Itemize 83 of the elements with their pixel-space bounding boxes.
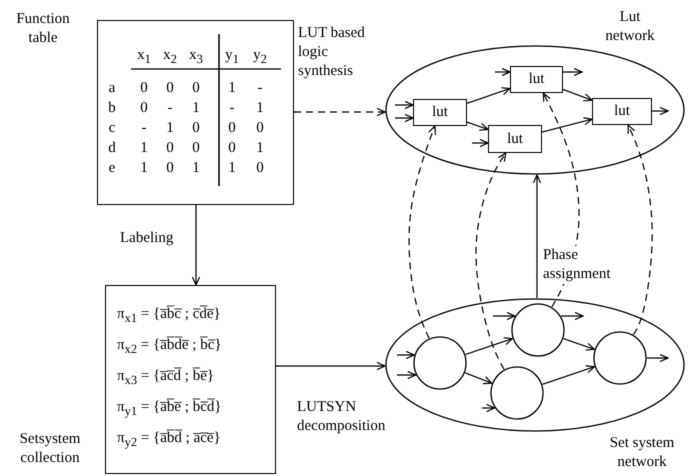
arrow [561,312,584,320]
arrow [482,404,496,412]
table-entry: 0 [191,139,201,157]
table-entry: 1 [227,159,237,177]
table-entry: 1 [255,99,265,117]
arrow [465,337,513,355]
table-entry: 1 [139,159,149,177]
table-entry: - [140,119,148,137]
set-node-circle [593,331,647,385]
arrow [562,88,593,102]
table-entry: y$_{2}$ [252,46,268,68]
arrow [563,68,583,76]
table-entry: 0 [139,79,149,97]
arrow [472,138,489,148]
arrow [652,106,669,116]
table-entry: 0 [255,159,265,177]
arrow [397,370,416,380]
arrow [542,365,596,385]
table-entry: 0 [165,79,175,97]
table-entry: 0 [165,159,175,177]
table-entry: 1 [191,159,201,177]
formula: π$_{x2}$ = {a̅b̅d̅e̅ ; b̅c̅} [117,336,223,358]
table-entry: c [108,119,116,137]
edge-label: Labeling [120,229,174,248]
arrow [532,174,542,298]
arrow [464,372,492,384]
table-entry: 0 [191,119,201,137]
arrow [563,338,596,351]
node-label: Set system network [608,434,676,472]
arrow [647,354,669,362]
arrow [542,117,593,133]
table-entry: - [228,99,236,117]
table-entry: b [107,99,117,117]
table-entry: 0 [165,139,175,157]
table-entry: e [108,159,116,177]
table-entry: x$_{2}$ [162,46,178,68]
table-entry: 1 [165,119,175,137]
table-entry: 0 [255,119,265,137]
table-entry: 1 [227,79,237,97]
table-entry: 0 [227,139,237,157]
formula: π$_{x3}$ = {a̅c̅d̅ ; b̅e̅} [117,366,216,389]
table-entry: x$_{3}$ [188,46,204,68]
arrow [495,68,511,76]
node-label: Function table [15,10,71,48]
arrow [466,87,511,104]
formula: π$_{y1}$ = {a̅b̅e̅ ; b̅c̅d̅} [117,398,223,420]
formula-panel [105,285,276,474]
table-entry: - [256,79,264,97]
table-entry: 1 [139,139,149,157]
lut-box: lut [488,125,542,153]
table-entry: - [166,99,174,117]
dashed-arrow [628,124,653,335]
network-ellipse [385,298,685,432]
set-node-circle [511,303,565,357]
formula: π$_{x1}$ = {a̅b̅c̅ ; c̅d̅e̅} [117,304,222,327]
node-label: Lut network [604,8,656,46]
table-entry: d [107,139,117,157]
arrow [466,121,489,131]
dashed-arrow [294,108,386,116]
set-node-circle [413,336,467,390]
table-entry: y$_{1}$ [224,46,240,68]
table-entry: 1 [255,139,265,157]
node-label: Setsystem collection [18,430,82,468]
arrow [395,100,414,110]
formula: π$_{y2}$ = {a̅b̅d̅ ; a̅c̅e̅} [117,428,222,451]
set-node-circle [490,366,544,420]
table-entry: 0 [227,119,237,137]
arrow [276,362,386,370]
network-ellipse [385,45,685,175]
table-entry: 1 [191,99,201,117]
table-entry: 0 [139,99,149,117]
lut-box: lut [592,98,652,125]
lut-box: lut [510,66,563,93]
arrow [397,350,415,360]
table-entry: 0 [191,79,201,97]
table-entry: x$_{1}$ [136,46,152,68]
dashed-arrow [475,152,506,370]
dashed-arrow [408,125,436,339]
arrow [493,312,516,320]
table-entry: a [108,79,116,97]
arrow [192,205,200,286]
arrow [395,114,414,122]
lut-box: lut [413,99,467,126]
